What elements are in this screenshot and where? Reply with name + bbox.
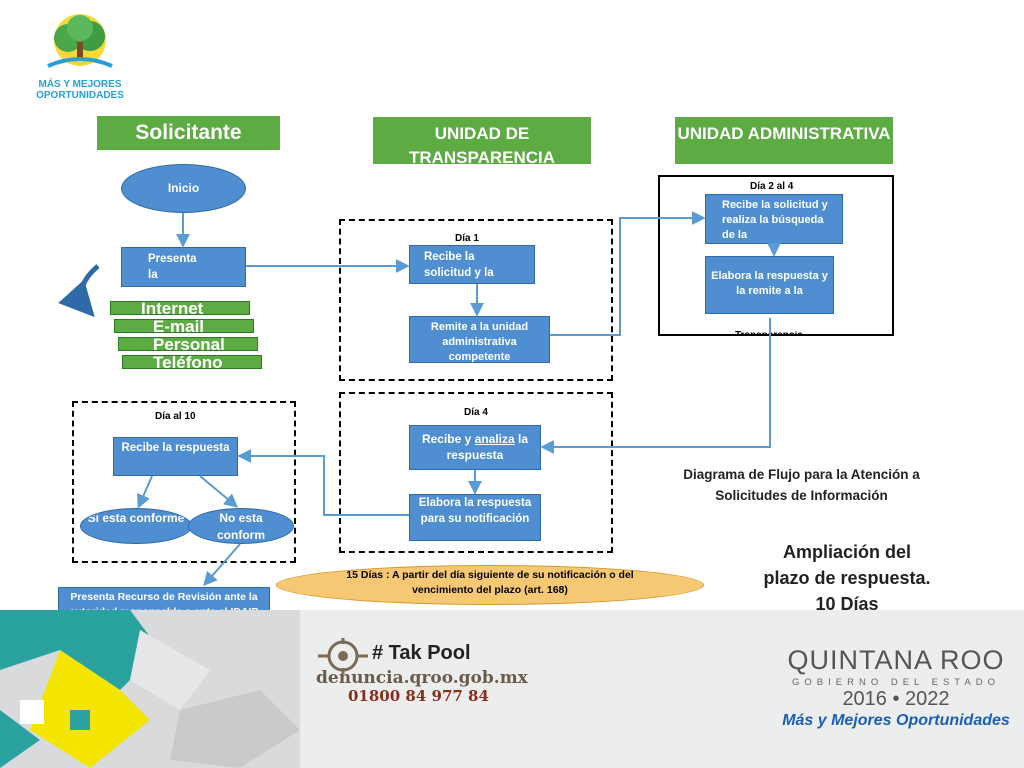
day-label-10: Día al 10 xyxy=(155,411,196,422)
node-no-conforme: No esta conform xyxy=(188,508,294,544)
channel-telefono: Teléfono xyxy=(122,355,262,369)
channel-personal: Personal xyxy=(118,337,258,351)
node-ua-elabora: Elabora la respuesta y la remite a la xyxy=(705,256,834,314)
node-inicio: Inicio xyxy=(121,164,246,213)
arrow-channels-curve xyxy=(58,264,100,318)
takpool-icon xyxy=(318,638,368,674)
si-conforme-label: Si esta conforme xyxy=(87,511,185,525)
ampliacion-line2: plazo de respuesta. xyxy=(763,568,931,588)
inicio-label: Inicio xyxy=(167,181,200,195)
footer-url: denuncia.qroo.gob.mx xyxy=(316,668,528,688)
diagram-title: Diagrama de Flujo para la Atención a Sol… xyxy=(683,467,920,503)
footer-slogan: Más y Mejores Oportunidades xyxy=(782,712,1010,729)
node-presenta: Presenta la xyxy=(121,247,246,287)
takpool-text: # Tak Pool xyxy=(372,642,471,664)
recibe-analiza-underlined: analiza xyxy=(474,432,515,446)
day-label-4: Día 4 xyxy=(464,407,488,418)
channel-email: E-mail xyxy=(114,319,254,333)
node-ua-recibe: Recibe la solicitud y realiza la búsqued… xyxy=(705,194,843,244)
footer-gov: GOBIERNO DEL ESTADO xyxy=(792,677,1000,688)
header-administrativa: UNIDAD ADMINISTRATIVA xyxy=(675,117,893,164)
node-recibe-respuesta: Recibe la respuesta xyxy=(113,437,238,476)
ampliacion-line1: Ampliación del xyxy=(782,542,912,562)
node-ua-under: Transparencia xyxy=(735,331,815,335)
recibe-analiza-pre: Recibe y xyxy=(421,432,475,446)
ampliacion-line3: 10 Días xyxy=(815,594,879,614)
tree-logo-icon xyxy=(47,14,113,68)
node-recibe-analiza: Recibe y analiza la respuesta xyxy=(409,425,541,470)
node-recibe-solicitud: Recibe la solicitud y la xyxy=(409,245,535,284)
node-elabora-notificacion: Elabora la respuesta para su notificació… xyxy=(409,494,541,541)
channel-internet: Internet xyxy=(110,301,250,315)
day-label-2-4: Día 2 al 4 xyxy=(750,181,794,192)
recibe-analiza-post: la respuesta xyxy=(446,432,529,462)
footer-years: 2016 • 2022 xyxy=(842,688,950,710)
day-label-1: Día 1 xyxy=(455,233,479,244)
logo-line2: OPORTUNIDADES xyxy=(36,90,124,101)
header-solicitante: Solicitante xyxy=(97,116,280,150)
no-conforme-label: No esta conform xyxy=(217,511,265,542)
footer-pattern xyxy=(0,610,300,768)
plazo-text: 15 Días : A partir del día siguiente de … xyxy=(346,569,634,596)
footer-state: QUINTANA ROO xyxy=(787,645,1005,675)
logo-line1: MÁS Y MEJORES xyxy=(38,79,122,90)
node-remite: Remite a la unidad administrativa compet… xyxy=(409,316,550,363)
header-transparencia: UNIDAD DE TRANSPARENCIA xyxy=(373,117,591,164)
node-si-conforme: Si esta conforme xyxy=(80,508,192,544)
footer-phone: 01800 84 977 84 xyxy=(348,687,489,705)
plazo-oval xyxy=(276,565,704,605)
logo-top: MÁS Y MEJORES OPORTUNIDADES xyxy=(28,12,132,108)
